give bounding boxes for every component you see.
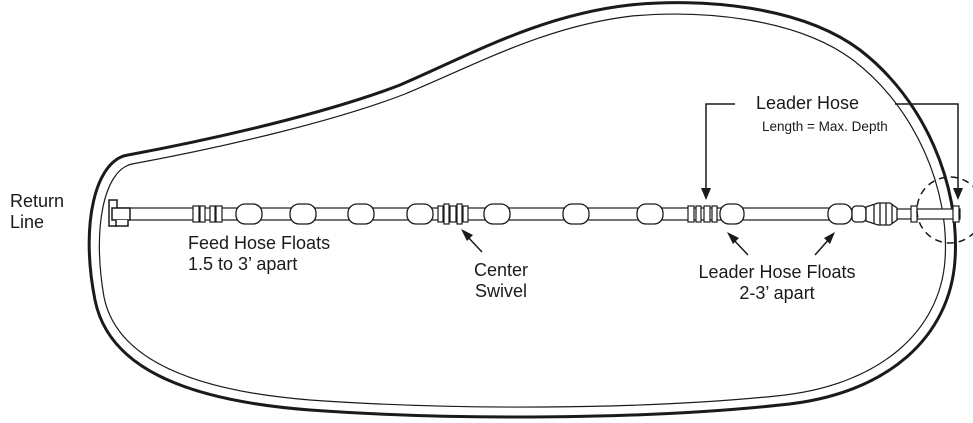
feed-hose-floats-label-title: Feed Hose Floats <box>188 233 331 253</box>
hose-cuffs <box>192 205 960 223</box>
leader-hose-floats-label-spacing: 2-3’ apart <box>739 283 815 304</box>
return-line-fitting <box>108 199 131 227</box>
center-swivel <box>437 203 469 225</box>
leader-hose-length-label: Length = Max. Depth <box>762 119 888 134</box>
leader-hose-floats <box>719 203 853 225</box>
return-line-label-line-2: Line <box>10 212 45 233</box>
feed-hose-floats-label-spacing: 1.5 to 3’ apart <box>188 254 298 275</box>
pool-outline-inner <box>98 13 947 408</box>
center-swivel-arrow <box>461 229 483 253</box>
leader-hose-label: Leader Hose <box>756 93 860 113</box>
cleaner-head <box>851 202 898 226</box>
leader-hose-bracket <box>705 103 959 190</box>
center-swivel-label-line-2: Swivel <box>474 281 527 302</box>
return-line-label-line-1: Return <box>10 191 65 211</box>
leader-hose-bracket-arrowheads <box>701 188 963 200</box>
leader-float-arrow-left <box>727 232 749 256</box>
feed-hose-floats-label: Feed Hose Floats 1.5 to 3’ apart <box>188 233 330 275</box>
hose-end-highlight-circle <box>916 176 973 244</box>
return-line-label: Return Line <box>10 191 64 233</box>
leader-float-arrow-right <box>814 232 835 256</box>
leader-hose-floats-label: Leader Hose Floats 2-3’ apart <box>682 262 872 304</box>
pool-outline-outer <box>87 1 957 419</box>
center-swivel-label: Center Swivel <box>466 260 536 302</box>
feed-hose-floats <box>235 203 664 225</box>
center-swivel-label-line-1: Center <box>473 260 529 280</box>
leader-hose-floats-label-title: Leader Hose Floats <box>698 262 856 282</box>
